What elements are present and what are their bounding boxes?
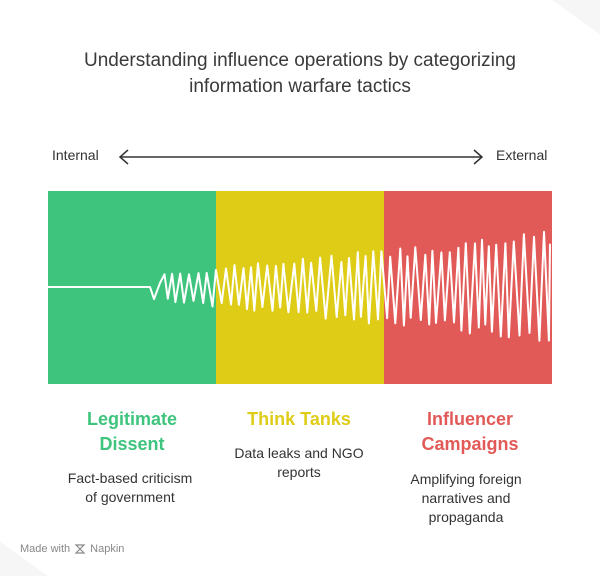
axis-label-external: External (496, 147, 548, 163)
page-title: Understanding influence operations by ca… (40, 48, 560, 100)
category-title-line: Dissent (99, 434, 165, 454)
double-arrow-icon (118, 149, 484, 165)
signal-wave-line (48, 230, 551, 342)
title-line-1: Understanding influence operations by ca… (84, 50, 516, 71)
napkin-brand-label: Napkin (90, 543, 125, 555)
signal-wave (48, 230, 551, 342)
category-title-influencer-campaigns: Influencer Campaigns (380, 407, 560, 457)
category-title-line: Legitimate (86, 409, 178, 429)
title-line-2: information warfare tactics (189, 76, 411, 97)
axis-label-internal: Internal (52, 147, 99, 163)
made-with-label: Made with (20, 543, 71, 555)
napkin-logo-icon (74, 544, 86, 554)
category-desc-line: Data leaks and NGO (234, 445, 364, 461)
category-desc-line: propaganda (428, 509, 504, 525)
category-desc-think-tanks: Data leaks and NGO reports (214, 444, 384, 482)
category-title-line: Influencer (426, 409, 514, 429)
category-desc-line: Fact-based criticism (67, 470, 193, 486)
category-title-think-tanks: Think Tanks (209, 407, 389, 432)
category-desc-legitimate-dissent: Fact-based criticism of government (45, 469, 215, 507)
category-desc-influencer-campaigns: Amplifying foreign narratives and propag… (381, 470, 551, 527)
footer-branding[interactable]: Made with Napkin (20, 543, 124, 555)
category-title-legitimate-dissent: Legitimate Dissent (42, 407, 222, 457)
category-desc-line: narratives and (421, 490, 511, 506)
category-desc-line: reports (277, 464, 321, 480)
category-title-line: Campaigns (421, 434, 519, 454)
category-desc-line: Amplifying foreign (410, 471, 522, 487)
category-desc-line: of government (85, 489, 175, 505)
category-title-line: Think Tanks (247, 409, 351, 429)
